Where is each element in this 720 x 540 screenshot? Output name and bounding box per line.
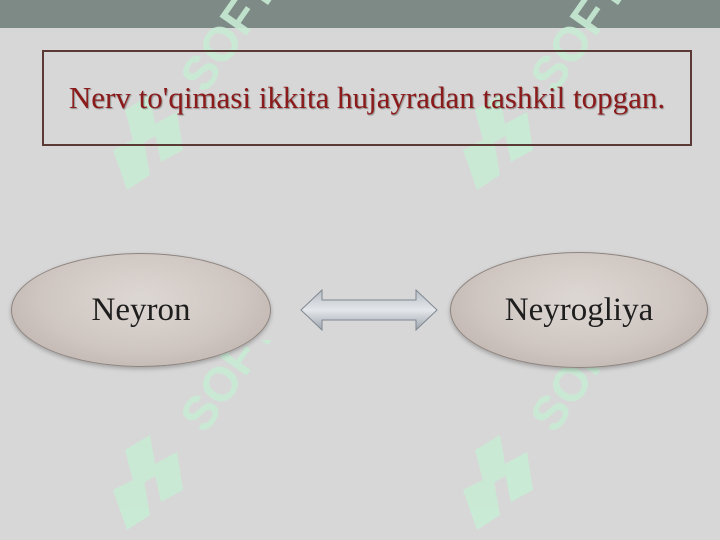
neyron-node: Neyron bbox=[11, 253, 271, 367]
watermark-logo-3: SOFT bbox=[113, 340, 285, 530]
slide-title: Nerv to'qimasi ikkita hujayradan tashkil… bbox=[68, 80, 666, 115]
double-arrow-icon bbox=[300, 289, 438, 331]
neyron-label: Neyron bbox=[91, 291, 191, 328]
watermark-logo-4: SOFT bbox=[463, 340, 635, 530]
neyrogliya-label: Neyrogliya bbox=[504, 291, 654, 328]
neyrogliya-node: Neyrogliya bbox=[450, 252, 708, 368]
title-box: Nerv to'qimasi ikkita hujayradan tashkil… bbox=[42, 50, 692, 146]
top-bar bbox=[0, 0, 720, 28]
